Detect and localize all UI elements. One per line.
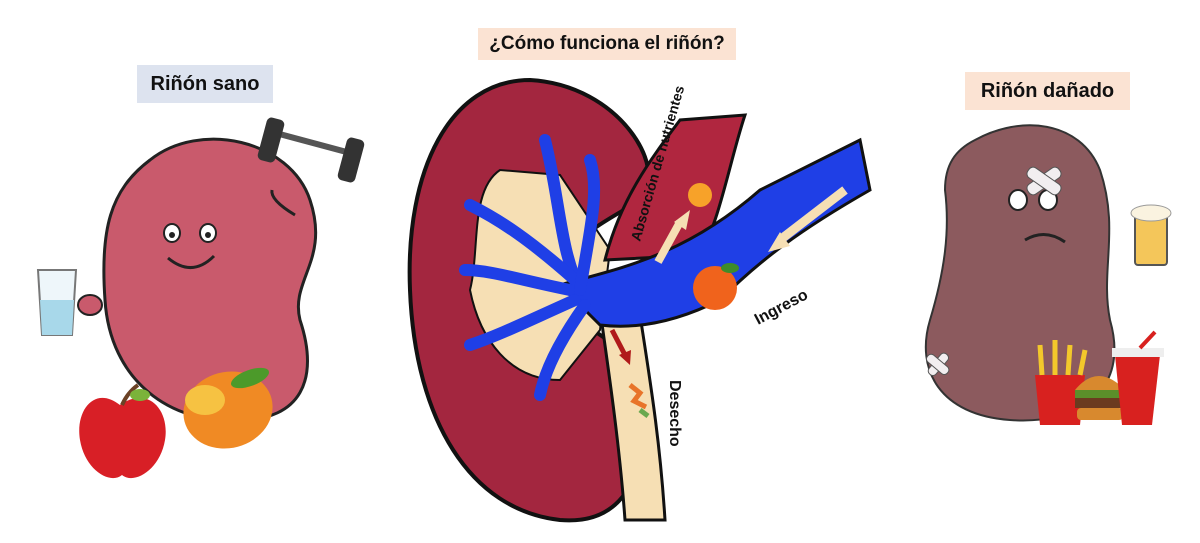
mango-icon [183,367,273,449]
orange-icon [693,266,737,310]
dumbbell-icon [257,117,365,183]
damaged-kidney-label: Riñón dañado [965,72,1130,110]
water-glass-icon [36,269,103,336]
intake-label: Ingreso [752,286,811,328]
waste-label: Desecho [666,380,683,447]
bandage-icon [925,166,1062,377]
apple-icon [79,383,166,479]
mandarin-icon [688,183,712,207]
beer-mug-icon [1130,204,1172,266]
page-title: ¿Cómo funciona el riñón? [478,28,736,60]
damaged-kidney [924,124,1172,425]
healthy-kidney-label: Riñón sano [137,65,273,103]
fast-food-icon [1035,330,1164,425]
healthy-kidney [36,117,365,479]
kidney-cross-section: Absorción de nutrientes Ingreso Desecho [407,77,872,523]
